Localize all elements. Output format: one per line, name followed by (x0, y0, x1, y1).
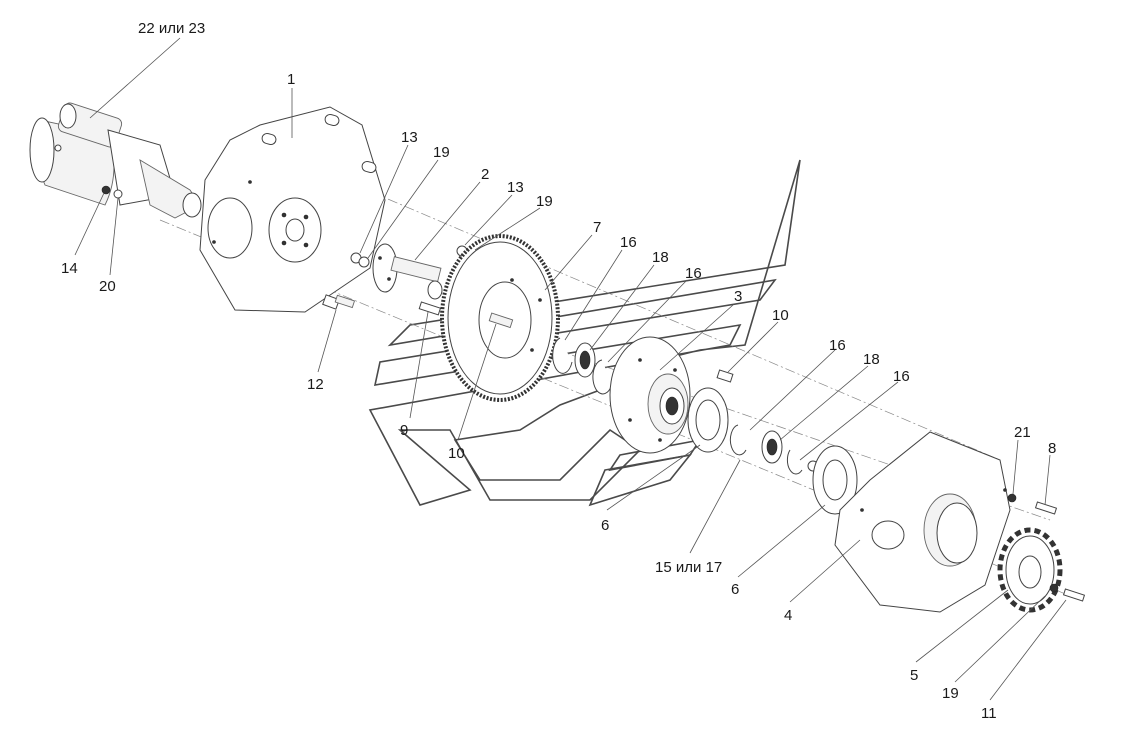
callout-19b: 19 (536, 193, 553, 210)
callout-16d: 16 (893, 368, 910, 385)
callout-15-17: 15 или 17 (655, 559, 722, 576)
mounting-plate (199, 106, 386, 313)
callout-3: 3 (734, 288, 742, 305)
callout-6b: 6 (731, 581, 739, 598)
callout-16a: 16 (620, 234, 637, 251)
callout-6a: 6 (601, 517, 609, 534)
watermark-logo (368, 159, 801, 507)
bolt-12 (322, 294, 356, 310)
bolt-9 (418, 301, 442, 316)
callout-7: 7 (593, 219, 601, 236)
callout-19a: 19 (433, 144, 450, 161)
bolts-8-11-21 (1007, 493, 1086, 602)
gasket-6-second (812, 445, 858, 515)
starter-motor (29, 102, 202, 219)
callout-12: 12 (307, 376, 324, 393)
cover-plate (834, 431, 1011, 613)
callout-20: 20 (99, 278, 116, 295)
callout-5: 5 (910, 667, 918, 684)
callout-18b: 18 (863, 351, 880, 368)
callout-16c: 16 (829, 337, 846, 354)
callout-2: 2 (481, 166, 489, 183)
callout-13a: 13 (401, 129, 418, 146)
bearing-housing (609, 336, 691, 454)
callout-19c: 19 (942, 685, 959, 702)
callout-21: 21 (1014, 424, 1031, 441)
circlip-bearing-set-2 (729, 424, 819, 475)
callout-14: 14 (61, 260, 78, 277)
callout-10b: 10 (448, 445, 465, 462)
callout-22-23: 22 или 23 (138, 20, 205, 37)
callout-13b: 13 (507, 179, 524, 196)
callout-18a: 18 (652, 249, 669, 266)
gasket-6-first (687, 387, 729, 453)
callout-10a: 10 (772, 307, 789, 324)
callout-16b: 16 (685, 265, 702, 282)
hub-flange (372, 243, 443, 300)
callout-8: 8 (1048, 440, 1056, 457)
bolt-10 (716, 369, 734, 383)
callout-labels: 22 или 23 1 13 19 2 13 19 7 16 18 16 3 1… (61, 20, 1056, 722)
callout-9: 9 (400, 422, 408, 439)
callout-11: 11 (981, 705, 997, 722)
circlip-bearing-set-1 (552, 337, 613, 395)
callout-1: 1 (287, 71, 295, 88)
ring-gear (440, 234, 560, 402)
sprocket (997, 527, 1063, 613)
callout-4: 4 (784, 607, 792, 624)
nut-washer-13-19 (350, 245, 476, 268)
leader-lines (74, 37, 1067, 701)
